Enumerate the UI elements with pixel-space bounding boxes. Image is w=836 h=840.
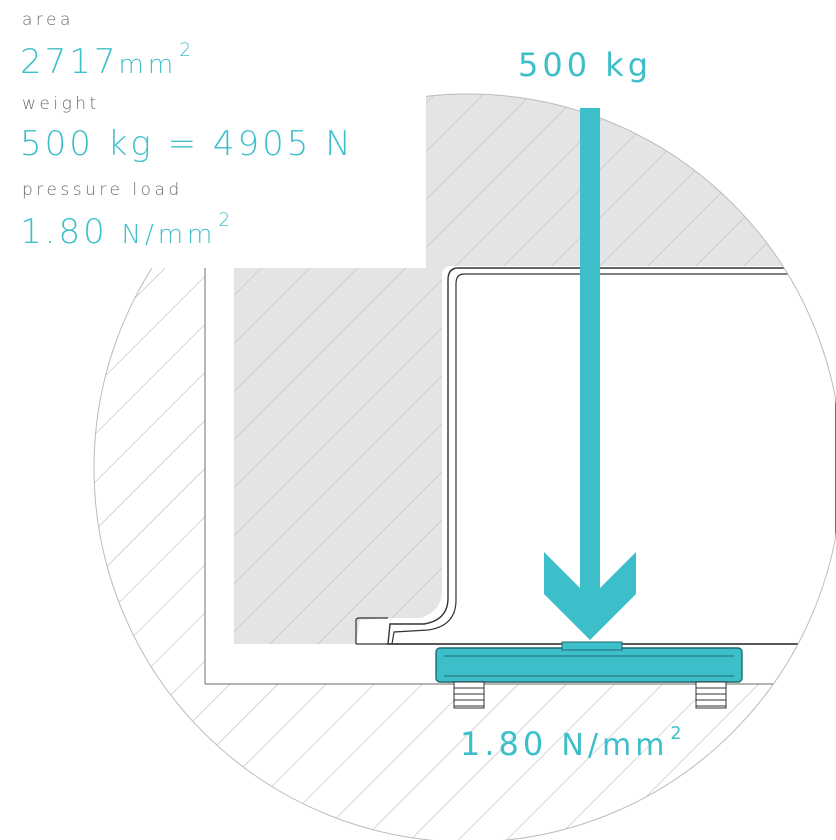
mount-foot-left [453,681,485,709]
mount-foot-right [695,681,727,709]
machine-base [387,267,836,645]
leveling-mount [435,641,743,709]
weight-label: weight [22,94,100,114]
detail-circle [93,93,836,840]
area-label: area [22,10,74,30]
load-arrow [544,108,636,640]
weight-value: 500 kg = 4905 N [20,124,354,164]
pressure-label: pressure load [22,180,183,200]
load-label: 500 kg [518,46,653,84]
